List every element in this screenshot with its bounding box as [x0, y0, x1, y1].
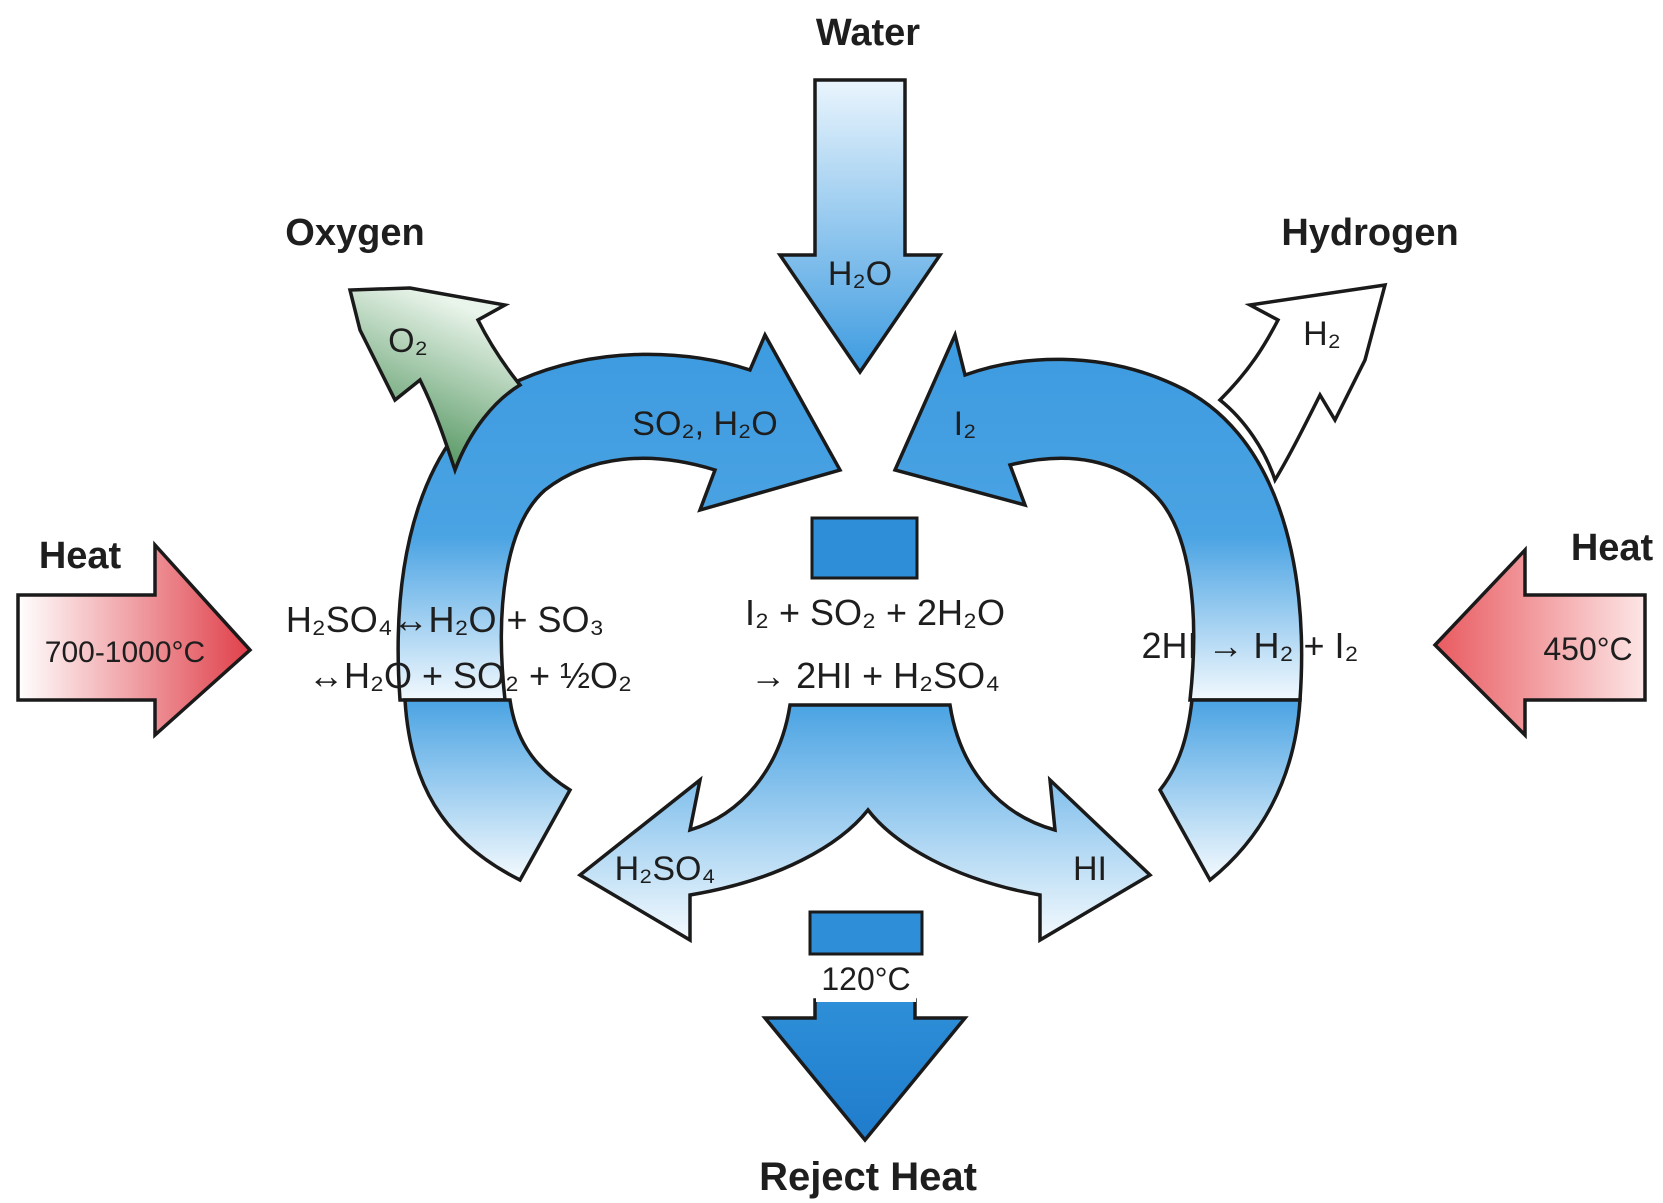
heat-left-label: Heat	[39, 535, 122, 577]
oxygen-arrow-label: O₂	[388, 322, 428, 360]
left-equation-line1: H₂SO₄↔H₂O + SO₃	[286, 599, 604, 640]
reject-heat-label: Reject Heat	[759, 1155, 977, 1199]
left-equation-line2: ↔H₂O + SO₂ + ½O₂	[308, 655, 632, 696]
right-cycle-tail	[1157, 698, 1302, 883]
reject-heat-arrow: 120°C	[761, 910, 969, 1143]
h2so4-label: H₂SO₄	[615, 850, 716, 888]
i2-label: I₂	[954, 405, 977, 443]
hydrogen-label: Hydrogen	[1281, 212, 1458, 254]
water-arrow: H₂O	[776, 78, 944, 376]
water-label: Water	[816, 12, 920, 54]
heat-left-temp: 700-1000°C	[45, 636, 205, 669]
water-arrow-label: H₂O	[828, 255, 892, 293]
hi-label: HI	[1073, 850, 1107, 888]
left-cycle-arc: SO₂, H₂O	[396, 331, 843, 702]
heat-right-arrow: 450°C	[1432, 545, 1647, 740]
heat-right-temp: 450°C	[1543, 631, 1632, 667]
reactor-box	[810, 516, 919, 580]
hydrogen-arrow-label: H₂	[1303, 315, 1341, 353]
bottom-split-arrows: H₂SO₄ HI	[576, 703, 1153, 944]
right-cycle-arc: I₂	[892, 329, 1304, 702]
center-equation-line2: → 2HI + H₂SO₄	[750, 655, 1000, 696]
reject-temp-label: 120°C	[821, 961, 910, 997]
heat-right-label: Heat	[1571, 527, 1654, 569]
center-equation-line1: I₂ + SO₂ + 2H₂O	[745, 592, 1005, 633]
so2-h2o-label: SO₂, H₂O	[632, 405, 777, 443]
hydrogen-arrow: H₂	[1217, 282, 1388, 485]
right-equation: 2HI → H₂ + I₂	[1141, 625, 1358, 666]
left-cycle-tail	[403, 698, 573, 883]
heat-left-arrow: 700-1000°C	[16, 540, 253, 739]
oxygen-label: Oxygen	[285, 212, 424, 254]
oxygen-arrow: O₂	[347, 286, 523, 476]
